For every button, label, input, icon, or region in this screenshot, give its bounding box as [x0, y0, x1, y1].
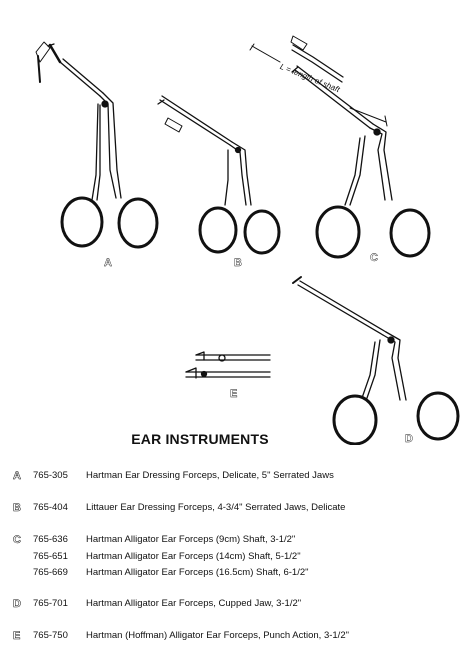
catalog-code: 765-305	[33, 470, 68, 481]
figure-label-d: D	[405, 433, 413, 445]
catalog-description: Hartman Alligator Ear Forceps (9cm) Shaf…	[86, 534, 296, 545]
catalog-row: B 765-404 Littauer Ear Dressing Forceps,…	[0, 502, 475, 516]
forceps-e-drawing	[185, 351, 271, 379]
instrument-illustrations	[35, 35, 460, 445]
catalog-letter: B	[13, 502, 21, 515]
catalog-description: Hartman Alligator Ear Forceps (14cm) Sha…	[86, 551, 301, 562]
catalog-row: C 765-636 Hartman Alligator Ear Forceps …	[0, 534, 475, 548]
catalog-code: 765-636	[33, 534, 68, 545]
catalog-description: Littauer Ear Dressing Forceps, 4-3/4" Se…	[86, 502, 346, 513]
forceps-b-drawing	[157, 95, 281, 255]
forceps-c-drawing	[249, 35, 431, 259]
catalog-row: 765-669 Hartman Alligator Ear Forceps (1…	[0, 567, 475, 581]
catalog-description: Hartman Alligator Ear Forceps (16.5cm) S…	[86, 567, 309, 578]
figure-label-c: C	[370, 252, 378, 264]
catalog-code: 765-750	[33, 630, 68, 641]
page-title: EAR INSTRUMENTS	[131, 431, 269, 447]
catalog-row: A 765-305 Hartman Ear Dressing Forceps, …	[0, 470, 475, 484]
figure-label-a: A	[104, 257, 112, 269]
catalog-row: E 765-750 Hartman (Hoffman) Alligator Ea…	[0, 630, 475, 644]
catalog-code: 765-669	[33, 567, 68, 578]
catalog-description: Hartman (Hoffman) Alligator Ear Forceps,…	[86, 630, 349, 641]
catalog-letter: D	[13, 598, 21, 611]
catalog-code: 765-404	[33, 502, 68, 513]
figure-label-b: B	[234, 257, 242, 269]
forceps-a-drawing	[35, 41, 159, 249]
catalog-description: Hartman Ear Dressing Forceps, Delicate, …	[86, 470, 334, 481]
catalog-description: Hartman Alligator Ear Forceps, Cupped Ja…	[86, 598, 302, 609]
figure-label-e: E	[230, 388, 238, 400]
catalog-row: 765-651 Hartman Alligator Ear Forceps (1…	[0, 551, 475, 565]
catalog-letter: C	[13, 534, 21, 547]
catalog-code: 765-701	[33, 598, 68, 609]
catalog-letter: E	[13, 630, 21, 643]
catalog-row: D 765-701 Hartman Alligator Ear Forceps,…	[0, 598, 475, 612]
catalog-letter: A	[13, 470, 21, 483]
forceps-d-drawing	[292, 276, 460, 445]
catalog-code: 765-651	[33, 551, 68, 562]
